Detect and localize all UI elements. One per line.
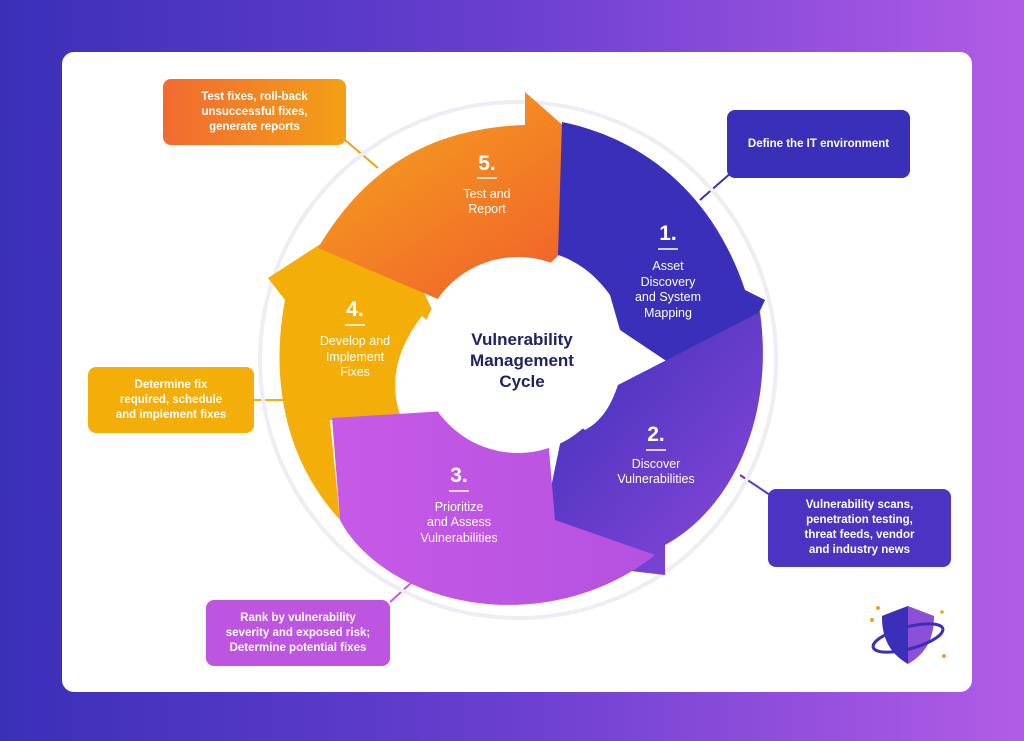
box-step4-line3: and implement fixes (115, 408, 227, 421)
stage1-label-line2: Discovery (641, 275, 697, 289)
stage2-label-line1: Discover (632, 457, 681, 471)
box-step2-line4: and industry news (809, 544, 910, 556)
stage2-label-line2: Vulnerabilities (617, 472, 694, 486)
shield-orbit-icon (870, 606, 946, 664)
stage2-number: 2. (647, 423, 665, 446)
stage5-number: 5. (478, 152, 496, 175)
stage3-label-line3: Vulnerabilities (420, 531, 497, 545)
stage3-label-line1: Prioritize (435, 500, 484, 514)
connector-step2 (739, 474, 771, 496)
box-step2-line1: Vulnerability scans, (805, 499, 914, 511)
stage4-number: 4. (346, 298, 364, 321)
center-title-line1: Vulnerability (471, 330, 573, 349)
box-step3-line2: severity and exposed risk; (225, 626, 371, 639)
box-step5-line1: Test fixes, roll-back (201, 90, 308, 103)
box-step5-line2: unsuccessful fixes, (201, 105, 308, 118)
stage5-label-line1: Test and (463, 187, 510, 201)
box-step4-line1: Determine fix (134, 378, 208, 391)
box-step2-line3: threat feeds, vendor (804, 529, 915, 541)
stage4-label-line2: Implement (326, 350, 385, 364)
box-step4-line2: required, schedule (119, 393, 223, 406)
stage4-label-line3: Fixes (340, 365, 370, 379)
description-box-step2: Vulnerability scans, penetration testing… (768, 489, 951, 567)
connector-step1 (699, 171, 733, 201)
center-title-line2: Management (470, 351, 574, 370)
center-hub (420, 257, 616, 453)
stage5-label-line2: Report (468, 202, 506, 216)
stage1-number: 1. (659, 222, 677, 245)
segment-step2 (536, 312, 763, 575)
box-step3-line1: Rank by vulnerability (240, 611, 356, 624)
stage3-number: 3. (450, 464, 468, 487)
stage1-label-line3: and System (635, 290, 701, 304)
stage3-label-line2: and Assess (427, 515, 491, 529)
center-title-line3: Cycle (499, 372, 544, 391)
stage4-label-line1: Develop and (320, 334, 390, 348)
segment-step1 (558, 122, 765, 397)
box-step5-line3: generate reports (209, 120, 300, 133)
box-step3-line3: Determine potential fixes (229, 641, 367, 654)
box-step1-line1: Define the IT environment (747, 137, 890, 150)
segment-step3 (332, 410, 655, 605)
outer-ring (258, 100, 778, 620)
stage1-label-line4: Mapping (644, 306, 692, 320)
segment-step5 (318, 92, 632, 300)
description-box-step1: Define the IT environment (727, 110, 910, 178)
description-box-step4: Determine fix required, schedule and imp… (88, 367, 254, 433)
stage1-label-line1: Asset (652, 259, 684, 273)
description-box-step3: Rank by vulnerability severity and expos… (206, 600, 390, 666)
segment-step4 (268, 204, 444, 520)
box-step2-line2: penetration testing, (806, 514, 913, 526)
description-box-step5: Test fixes, roll-back unsuccessful fixes… (163, 79, 346, 145)
